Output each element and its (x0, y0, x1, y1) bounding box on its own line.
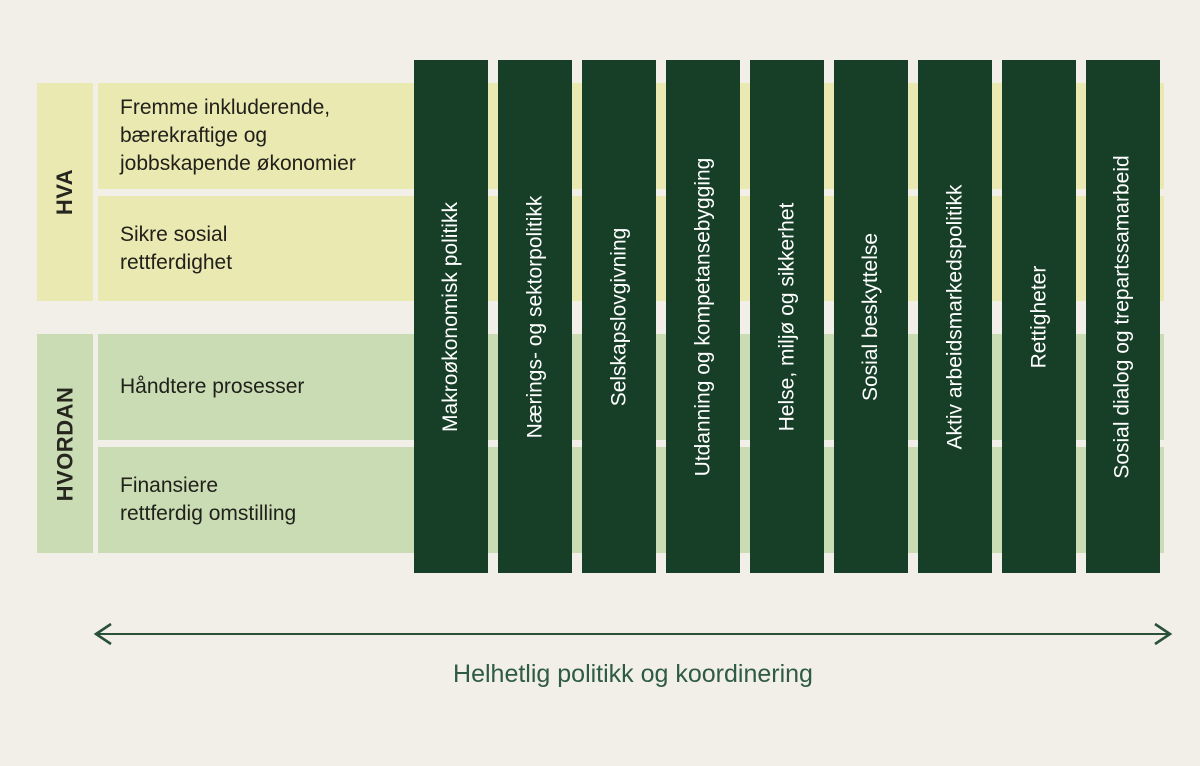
row-group-hva: HVA (37, 83, 93, 301)
pillar-sosial-beskyttelse: Sosial beskyttelse (834, 60, 908, 573)
pillar-aktiv-arbeidsmarkedspolitikk: Aktiv arbeidsmarkedspolitikk (918, 60, 992, 573)
hvordan-label: HVORDAN (52, 386, 78, 501)
double-arrow-icon (93, 622, 1173, 646)
row-text-finansiere-omstilling: Finansiere rettferdig omstilling (120, 474, 297, 525)
pillar-sosial-dialog-og-trepartssamarbeid: Sosial dialog og trepartssamarbeid (1086, 60, 1160, 573)
pillar-rettigheter: Rettigheter (1002, 60, 1076, 573)
pillar-label: Rettigheter (1027, 265, 1051, 368)
hva-label: HVA (51, 168, 77, 216)
pillar-makrookonomisk-politikk: Makroøkonomisk politikk (414, 60, 488, 573)
row-group-hvordan: HVORDAN (37, 334, 93, 553)
pillar-label: Utdanning og kompetansebygging (691, 157, 715, 476)
row-text-fremme-okonomier: Fremme inkluderende, bærekraftige og job… (120, 96, 356, 175)
pillar-naerings-og-sektorpolitikk: Nærings- og sektorpolitikk (498, 60, 572, 573)
pillar-label: Nærings- og sektorpolitikk (523, 195, 547, 438)
pillar-label: Makroøkonomisk politikk (439, 201, 462, 432)
row-text-handtere-prosesser: Håndtere prosesser (120, 375, 305, 399)
pillar-helse-miljo-og-sikkerhet: Helse, miljø og sikkerhet (750, 60, 824, 573)
row-text-sikre-rettferdighet: Sikre sosial rettferdighet (120, 222, 233, 274)
axis-title: Helhetlig politikk og koordinering (453, 660, 813, 688)
pillar-label: Selskapslovgivning (607, 227, 631, 406)
pillar-label: Sosial beskyttelse (859, 232, 882, 401)
pillar-selskapslovgivning: Selskapslovgivning (582, 60, 656, 573)
pillar-label: Helse, miljø og sikkerhet (775, 202, 799, 431)
pillar-label: Sosial dialog og trepartssamarbeid (1111, 154, 1135, 479)
pillar-utdanning-og-kompetansebygging: Utdanning og kompetansebygging (666, 60, 740, 573)
pillar-label: Aktiv arbeidsmarkedspolitikk (943, 184, 966, 449)
